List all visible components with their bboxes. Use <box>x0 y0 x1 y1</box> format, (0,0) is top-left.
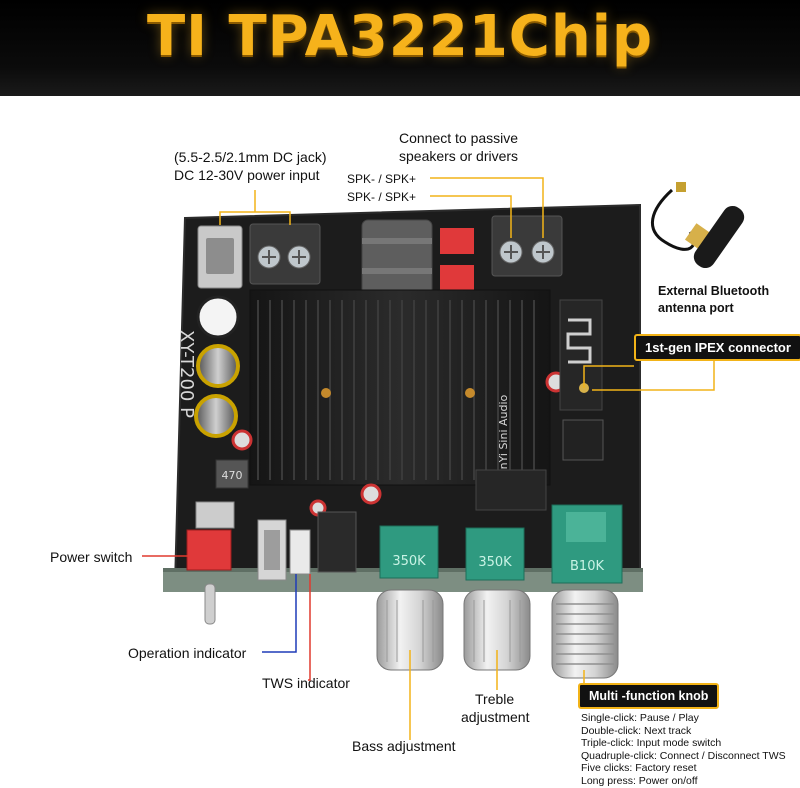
label-multi-knob: Multi -function knob <box>578 683 720 709</box>
small-inductor: 470 <box>215 459 249 489</box>
brand-silkscreen: XinYi Sini Audio <box>497 394 510 480</box>
dc-jack <box>197 225 243 289</box>
label-bass: Bass adjustment <box>352 738 456 754</box>
label-spk-bottom: SPK- / SPK+ <box>347 190 417 204</box>
label-speakers-1: Connect to passive <box>399 130 519 146</box>
knob-function-item: Long press: Power on/off <box>581 774 698 787</box>
knob-function-item: Quadruple-click: Connect / Disconnect TW… <box>581 749 786 762</box>
power-switch-part <box>186 501 235 625</box>
pot-bass-label: 350K <box>392 554 426 569</box>
label-dc-jack-1: (5.5-2.5/2.1mm DC jack) <box>174 149 327 165</box>
capacitors <box>194 295 567 517</box>
pot-multi-label: B10K <box>570 559 604 574</box>
label-dc-jack-2: DC 12-30V power input <box>174 167 320 183</box>
bluetooth-module <box>475 299 604 511</box>
label-antenna-1: External Bluetooth <box>658 284 770 298</box>
label-ipex: 1st-gen IPEX connector <box>634 334 800 361</box>
antenna-icon <box>650 182 745 269</box>
label-treble-1: Treble <box>475 691 515 707</box>
model-silkscreen: XY-T200 P <box>176 330 197 418</box>
label-antenna-2: antenna port <box>658 301 734 315</box>
label-treble-2: adjustment <box>461 709 530 725</box>
pot-treble: 350K <box>465 527 525 581</box>
led-header <box>289 511 357 575</box>
knob-bass <box>376 589 444 671</box>
knob-function-item: Five clicks: Factory reset <box>581 762 697 775</box>
label-tws-indicator: TWS indicator <box>262 675 350 691</box>
knob-function-item: Triple-click: Input mode switch <box>581 737 722 750</box>
speaker-terminal <box>491 215 563 277</box>
label-speakers-2: speakers or drivers <box>399 148 519 164</box>
callout-lines <box>142 177 715 740</box>
heatsink <box>249 289 551 486</box>
inductor-label: 470 <box>222 469 243 482</box>
title-banner: TI TPA3221Chip <box>0 0 800 96</box>
pot-treble-label: 350K <box>478 555 512 570</box>
banner-title: TI TPA3221Chip <box>146 4 654 69</box>
label-power-switch: Power switch <box>50 549 133 565</box>
pot-multi: B10K <box>551 504 623 584</box>
knob-function-item: Single-click: Pause / Play <box>581 712 699 724</box>
power-terminal <box>249 223 321 285</box>
knob-multi <box>551 589 619 679</box>
knob-function-item: Double-click: Next track <box>581 724 692 737</box>
knob-function-list: Single-click: Pause / Play Double-click:… <box>581 712 786 788</box>
label-operation-indicator: Operation indicator <box>128 645 247 661</box>
label-spk-top: SPK- / SPK+ <box>347 172 417 186</box>
pot-bass: 350K <box>379 525 439 579</box>
usb-port <box>257 519 287 581</box>
